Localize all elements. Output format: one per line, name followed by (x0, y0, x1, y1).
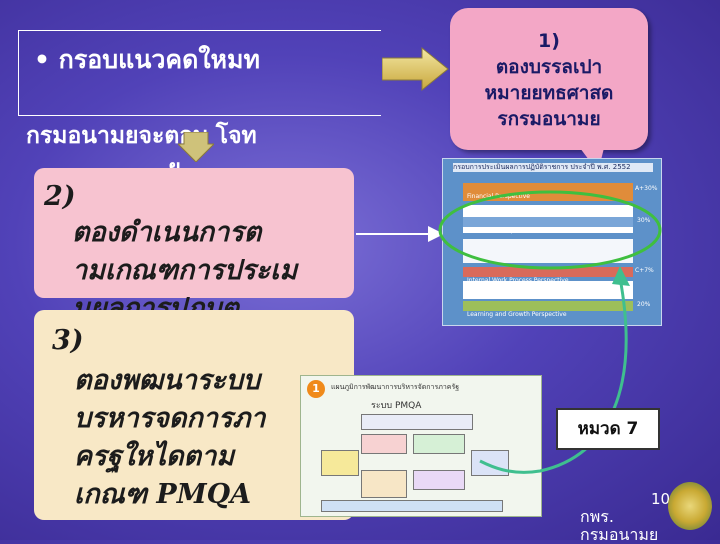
pmqa-badge: 1 (307, 380, 325, 398)
pmqa-chart-image: 1 แผนภูมิการพัฒนาการบริหารจัดการภาครัฐ ร… (300, 375, 542, 517)
weight-1: A+30% (635, 185, 658, 192)
page-number: 10 (651, 490, 671, 508)
pmqa-label: ระบบ PMQA (371, 401, 422, 411)
framework-row-4: Learning and Growth Perspective (463, 301, 633, 318)
department-seal-logo (668, 482, 712, 530)
pmqa-header: แผนภูมิการพัฒนาการบริหารจัดการภาครัฐ (331, 383, 460, 391)
point-3-text: ตองพฒนาระบบ บรหารจดการภา ครฐใหไดตาม เกณฑ… (74, 365, 266, 510)
right-arrow-icon (382, 46, 449, 92)
curved-arrow-icon (479, 266, 630, 474)
weight-2: 30% (637, 217, 651, 224)
weight-3: C+7% (635, 267, 654, 274)
point-2-text: ตองดำเนนการต ามเกณฑการประเม นผลการปฏบต (72, 217, 298, 324)
framework-row-3: Internal Work Process Perspective (463, 267, 633, 284)
framework-row-3-content (463, 239, 633, 263)
callout-text: 1) ตองบรรลเปา หมายยทธศาสด รกรมอนามย (484, 30, 614, 130)
category-7-label: หมวด 7 (556, 408, 660, 450)
slide-subtitle: กรมอนามยจะตอบ โจท (26, 123, 257, 149)
highlight-ellipse (438, 190, 662, 270)
point-2-box (34, 168, 354, 298)
framework-header: กรอบการประเมินผลการปฏิบัติราชการ ประจำปี… (453, 163, 653, 172)
point-2-number: 2) (44, 181, 76, 212)
footer-org: กพร. กรมอนามย (580, 507, 659, 544)
evaluation-framework-image: กรอบการประเมินผลการปฏิบัติราชการ ประจำปี… (442, 158, 662, 326)
callout-bubble (450, 8, 648, 172)
title-frame (18, 30, 381, 116)
down-arrow-icon (178, 132, 214, 162)
weight-4: 20% (637, 301, 651, 308)
framework-row-2: Customer Perspective (463, 217, 633, 234)
slide-title: • กรอบแนวคดใหมท (34, 45, 260, 74)
arrow-to-framework-icon (356, 226, 444, 242)
framework-row-4-content (463, 281, 633, 299)
point-3-number: 3) (52, 325, 84, 356)
